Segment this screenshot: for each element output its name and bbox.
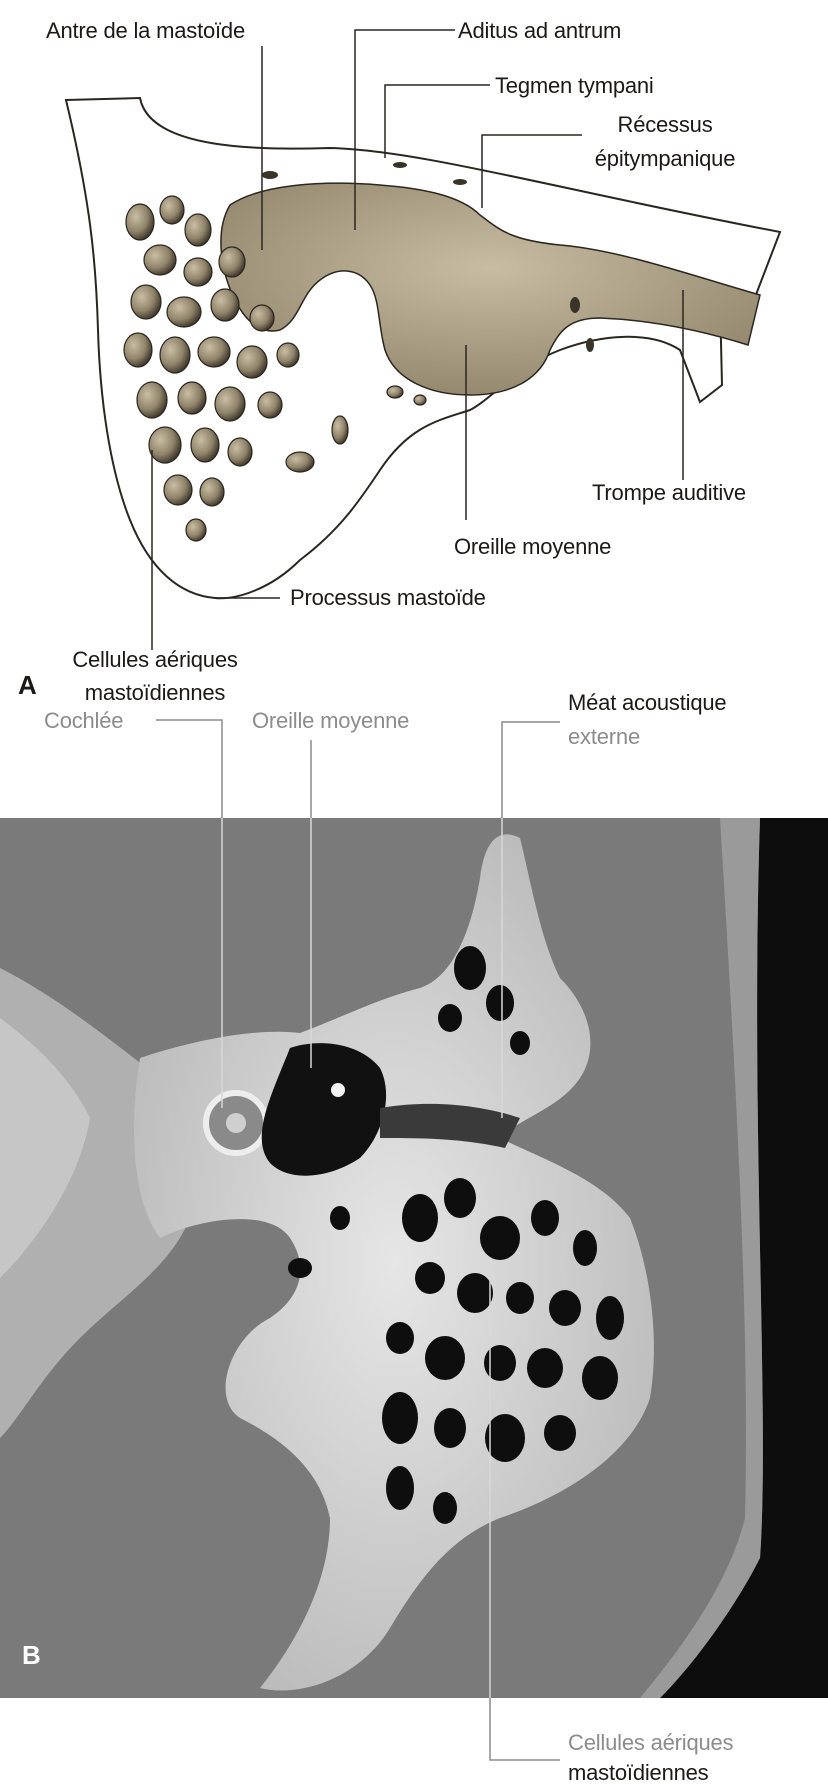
label-cellules-b-line2: mastoïdiennes bbox=[568, 1760, 709, 1786]
label-processus-mastoide: Processus mastoïde bbox=[290, 585, 486, 611]
label-meat-line2: externe bbox=[568, 724, 640, 750]
panel-a-letter: A bbox=[18, 670, 37, 701]
label-cochlee: Cochlée bbox=[44, 708, 123, 734]
label-cellules-a-line2: mastoïdiennes bbox=[50, 680, 260, 706]
label-aditus-ad-antrum: Aditus ad antrum bbox=[458, 18, 621, 44]
label-cellules-a-line1: Cellules aériques bbox=[50, 647, 260, 673]
panel-b-letter: B bbox=[22, 1640, 41, 1671]
label-cellules-b-line1: Cellules aériques bbox=[568, 1730, 733, 1756]
label-recessus-line1: Récessus bbox=[600, 112, 730, 138]
label-antre-mastoide: Antre de la mastoïde bbox=[46, 18, 245, 44]
label-oreille-moyenne-b: Oreille moyenne bbox=[252, 708, 409, 734]
label-trompe-auditive: Trompe auditive bbox=[592, 480, 746, 506]
label-oreille-moyenne-a: Oreille moyenne bbox=[454, 534, 611, 560]
label-tegmen-tympani: Tegmen tympani bbox=[495, 73, 654, 99]
label-recessus-line2: épitympanique bbox=[585, 146, 745, 172]
label-meat-line1: Méat acoustique bbox=[568, 690, 726, 716]
ct-scan-image bbox=[0, 818, 828, 1698]
